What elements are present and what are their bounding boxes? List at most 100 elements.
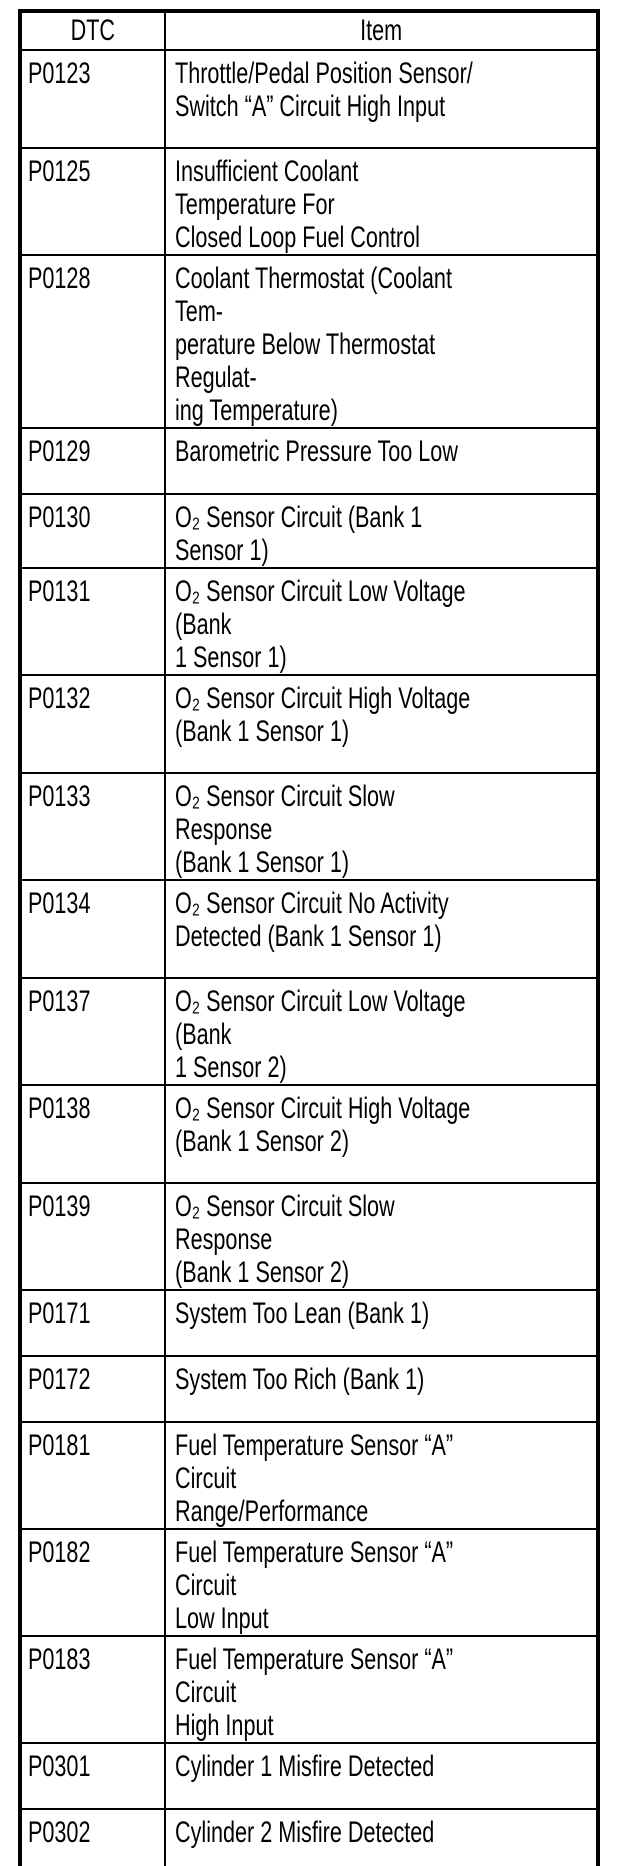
table-row: P0134 O₂ Sensor Circuit No Activity Detec… [19, 879, 599, 979]
item-description: O₂ Sensor Circuit (Bank 1 Sensor 1) [175, 501, 423, 567]
table-body: P0123 Throttle/Pedal Position Sensor/ Swi… [19, 49, 599, 1866]
table-row: P0138 O₂ Sensor Circuit High Voltage (Ban… [19, 1084, 599, 1184]
dtc-cell: P0134 [19, 879, 166, 979]
dtc-cell: P0123 [19, 49, 166, 149]
item-cell: Fuel Temperature Sensor “A” Circuit Low … [164, 1528, 599, 1637]
table-row: P0139 O₂ Sensor Circuit Slow Response (Ba… [19, 1182, 599, 1291]
dtc-code: P0301 [28, 1750, 91, 1783]
dtc-code: P0132 [28, 682, 91, 715]
table-row: P0172 System Too Rich (Bank 1) [19, 1355, 599, 1423]
dtc-cell: P0171 [19, 1289, 166, 1357]
table-row: P0123 Throttle/Pedal Position Sensor/ Swi… [19, 49, 599, 149]
dtc-code: P0130 [28, 501, 91, 534]
item-description: O₂ Sensor Circuit High Voltage (Bank 1 S… [175, 1092, 471, 1158]
item-description: Fuel Temperature Sensor “A” Circuit High… [175, 1643, 454, 1742]
item-description: System Too Rich (Bank 1) [175, 1363, 425, 1396]
dtc-code: P0129 [28, 435, 91, 468]
item-cell: System Too Rich (Bank 1) [164, 1355, 599, 1423]
item-cell: Insufficient Coolant Temperature For Clo… [164, 147, 599, 256]
dtc-code: P0123 [28, 57, 91, 90]
item-cell: Barometric Pressure Too Low [164, 427, 599, 495]
table-row: P0130 O₂ Sensor Circuit (Bank 1 Sensor 1) [19, 493, 599, 569]
dtc-code: P0183 [28, 1643, 91, 1676]
table-row: P0129 Barometric Pressure Too Low [19, 427, 599, 495]
dtc-code: P0182 [28, 1536, 91, 1569]
item-cell: O₂ Sensor Circuit No Activity Detected (… [164, 879, 599, 979]
dtc-cell: P0129 [19, 427, 166, 495]
item-description: O₂ Sensor Circuit No Activity Detected (… [175, 887, 449, 953]
dtc-cell: P0302 [19, 1808, 166, 1866]
item-cell: O₂ Sensor Circuit High Voltage (Bank 1 S… [164, 674, 599, 774]
dtc-cell: P0301 [19, 1742, 166, 1810]
item-description: O₂ Sensor Circuit Slow Response (Bank 1 … [175, 780, 395, 879]
dtc-cell: P0125 [19, 147, 166, 256]
dtc-code: P0134 [28, 887, 91, 920]
table-row: P0125 Insufficient Coolant Temperature Fo… [19, 147, 599, 256]
dtc-cell: P0138 [19, 1084, 166, 1184]
item-description: O₂ Sensor Circuit High Voltage (Bank 1 S… [175, 682, 471, 748]
dtc-cell: P0131 [19, 567, 166, 676]
dtc-code: P0139 [28, 1190, 91, 1223]
dtc-cell: P0181 [19, 1421, 166, 1530]
table-row: P0182 Fuel Temperature Sensor “A” Circuit… [19, 1528, 599, 1637]
dtc-cell: P0130 [19, 493, 166, 569]
item-cell: O₂ Sensor Circuit High Voltage (Bank 1 S… [164, 1084, 599, 1184]
item-description: Cylinder 1 Misfire Detected [175, 1750, 435, 1783]
item-description: System Too Lean (Bank 1) [175, 1297, 430, 1330]
item-description: Fuel Temperature Sensor “A” Circuit Rang… [175, 1429, 454, 1528]
dtc-cell: P0183 [19, 1635, 166, 1744]
item-cell: Cylinder 1 Misfire Detected [164, 1742, 599, 1810]
dtc-cell: P0128 [19, 254, 166, 429]
dtc-code: P0138 [28, 1092, 91, 1125]
item-cell: Fuel Temperature Sensor “A” Circuit High… [164, 1635, 599, 1744]
item-description: Coolant Thermostat (Coolant Tem- peratur… [175, 262, 452, 427]
table-row: P0133 O₂ Sensor Circuit Slow Response (Ba… [19, 772, 599, 881]
item-cell: O₂ Sensor Circuit Low Voltage (Bank 1 Se… [164, 567, 599, 676]
dtc-cell: P0132 [19, 674, 166, 774]
dtc-table: DTC Item P0123 Throttle/Pedal Position Se… [18, 9, 600, 1866]
item-cell: O₂ Sensor Circuit (Bank 1 Sensor 1) [164, 493, 599, 569]
item-description: O₂ Sensor Circuit Low Voltage (Bank 1 Se… [175, 985, 466, 1084]
item-description: Cylinder 2 Misfire Detected [175, 1816, 435, 1849]
item-cell: O₂ Sensor Circuit Slow Response (Bank 1 … [164, 1182, 599, 1291]
item-description: O₂ Sensor Circuit Slow Response (Bank 1 … [175, 1190, 395, 1289]
dtc-cell: P0139 [19, 1182, 166, 1291]
header-cell-dtc: DTC [19, 10, 166, 51]
item-cell: System Too Lean (Bank 1) [164, 1289, 599, 1357]
item-cell: Fuel Temperature Sensor “A” Circuit Rang… [164, 1421, 599, 1530]
item-description: Insufficient Coolant Temperature For Clo… [175, 155, 420, 254]
dtc-code: P0302 [28, 1816, 91, 1849]
dtc-code: P0128 [28, 262, 91, 295]
header-dtc-label: DTC [70, 14, 116, 47]
item-cell: Cylinder 2 Misfire Detected [164, 1808, 599, 1866]
table-row: P0183 Fuel Temperature Sensor “A” Circuit… [19, 1635, 599, 1744]
table-row: P0128 Coolant Thermostat (Coolant Tem- pe… [19, 254, 599, 429]
dtc-code: P0137 [28, 985, 91, 1018]
dtc-cell: P0172 [19, 1355, 166, 1423]
table-row: P0132 O₂ Sensor Circuit High Voltage (Ban… [19, 674, 599, 774]
item-cell: O₂ Sensor Circuit Slow Response (Bank 1 … [164, 772, 599, 881]
item-cell: Coolant Thermostat (Coolant Tem- peratur… [164, 254, 599, 429]
header-row: DTC Item [19, 10, 599, 51]
item-description: Fuel Temperature Sensor “A” Circuit Low … [175, 1536, 454, 1635]
table-row: P0181 Fuel Temperature Sensor “A” Circuit… [19, 1421, 599, 1530]
dtc-code: P0131 [28, 575, 91, 608]
item-description: Throttle/Pedal Position Sensor/ Switch “… [175, 57, 473, 123]
table-row: P0131 O₂ Sensor Circuit Low Voltage (Bank… [19, 567, 599, 676]
dtc-code: P0181 [28, 1429, 91, 1462]
item-cell: O₂ Sensor Circuit Low Voltage (Bank 1 Se… [164, 977, 599, 1086]
dtc-cell: P0133 [19, 772, 166, 881]
header-cell-item: Item [164, 10, 599, 51]
header-item-label: Item [359, 14, 403, 47]
dtc-code: P0133 [28, 780, 91, 813]
table-row: P0302 Cylinder 2 Misfire Detected [19, 1808, 599, 1866]
table-row: P0171 System Too Lean (Bank 1) [19, 1289, 599, 1357]
table-row: P0137 O₂ Sensor Circuit Low Voltage (Bank… [19, 977, 599, 1086]
dtc-code: P0172 [28, 1363, 91, 1396]
item-description: Barometric Pressure Too Low [175, 435, 458, 468]
dtc-cell: P0137 [19, 977, 166, 1086]
dtc-code: P0125 [28, 155, 91, 188]
dtc-cell: P0182 [19, 1528, 166, 1637]
item-cell: Throttle/Pedal Position Sensor/ Switch “… [164, 49, 599, 149]
